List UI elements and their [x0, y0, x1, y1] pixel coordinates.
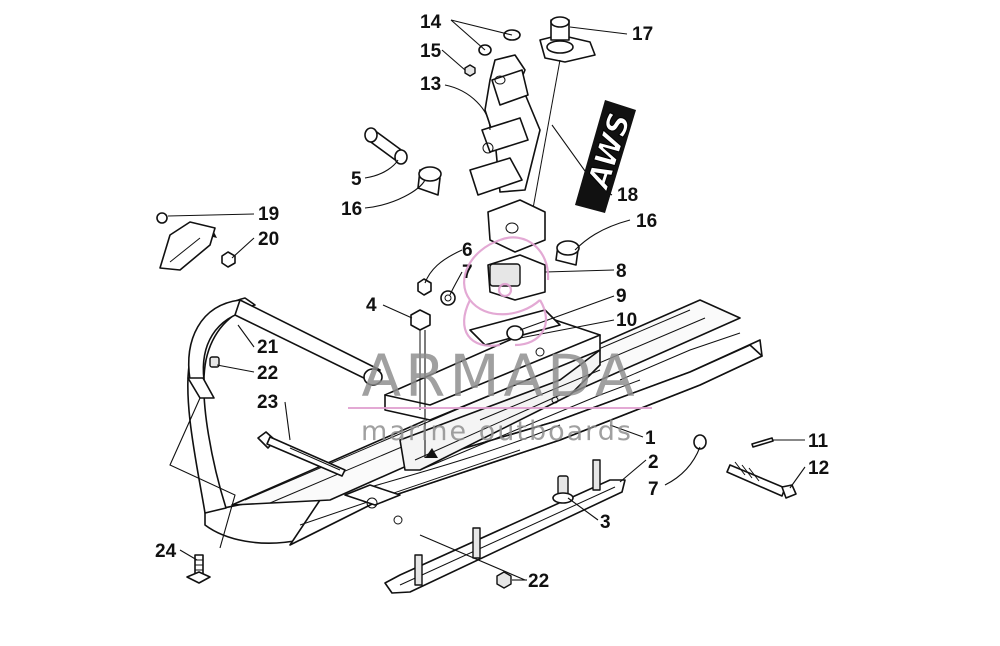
spindle-assembly [464, 16, 596, 226]
watermark: ARMADA marine outboards [348, 236, 652, 447]
bushing-16-left [417, 166, 442, 196]
nut-22-bottom [496, 571, 512, 589]
callout-1: 1 [645, 428, 656, 449]
bolt-12 [726, 461, 797, 499]
callout-22-left: 22 [257, 363, 278, 384]
callout-18: 18 [617, 185, 638, 206]
bushing-16-right [555, 240, 580, 266]
washer-10 [506, 325, 524, 341]
steering-loop [187, 299, 383, 399]
callout-21: 21 [257, 337, 279, 358]
stud-3 [552, 475, 574, 504]
callout-16-right: 16 [636, 211, 657, 232]
bushing-5 [364, 127, 408, 165]
callout-10: 10 [616, 310, 637, 331]
washer-7-right [693, 434, 707, 450]
callout-11: 11 [808, 431, 829, 452]
callout-16-left: 16 [341, 199, 362, 220]
callout-13: 13 [420, 74, 441, 95]
callout-17: 17 [632, 24, 653, 45]
callout-19: 19 [258, 204, 279, 225]
callout-8: 8 [616, 261, 627, 282]
watermark-logo-mark [463, 236, 550, 347]
watermark-brand: ARMADA [361, 342, 638, 410]
callout-20: 20 [258, 229, 279, 250]
bracket-19-20 [156, 212, 236, 271]
bolt-24 [186, 554, 211, 584]
bolt-23 [257, 431, 346, 477]
nut-4 [410, 309, 431, 410]
callout-23: 23 [257, 392, 278, 413]
callout-24: 24 [155, 541, 177, 562]
callout-14: 14 [420, 12, 442, 33]
callout-7-bottom: 7 [648, 479, 659, 500]
callout-3: 3 [600, 512, 611, 533]
watermark-tagline: marine outboards [361, 416, 633, 447]
callout-numbers: 14 15 13 17 18 5 16 16 19 20 6 7 8 9 10 … [155, 12, 829, 592]
callout-22-bottom: 22 [528, 571, 549, 592]
callout-9: 9 [616, 286, 627, 307]
callout-12: 12 [808, 458, 829, 479]
saddle-bracket [205, 228, 641, 471]
callout-4: 4 [366, 295, 377, 316]
callout-5: 5 [351, 169, 362, 190]
wear-bar [384, 459, 626, 594]
spindle-blocks [487, 199, 546, 301]
callout-15: 15 [420, 41, 442, 62]
leader-lines [167, 19, 806, 581]
callout-7-top: 7 [462, 262, 473, 283]
pin-11 [751, 437, 774, 448]
callout-6: 6 [462, 240, 473, 261]
nut-6 [417, 278, 432, 296]
washer-7 [440, 290, 456, 306]
callout-2: 2 [648, 452, 659, 473]
decal-text: AWS [581, 109, 638, 194]
